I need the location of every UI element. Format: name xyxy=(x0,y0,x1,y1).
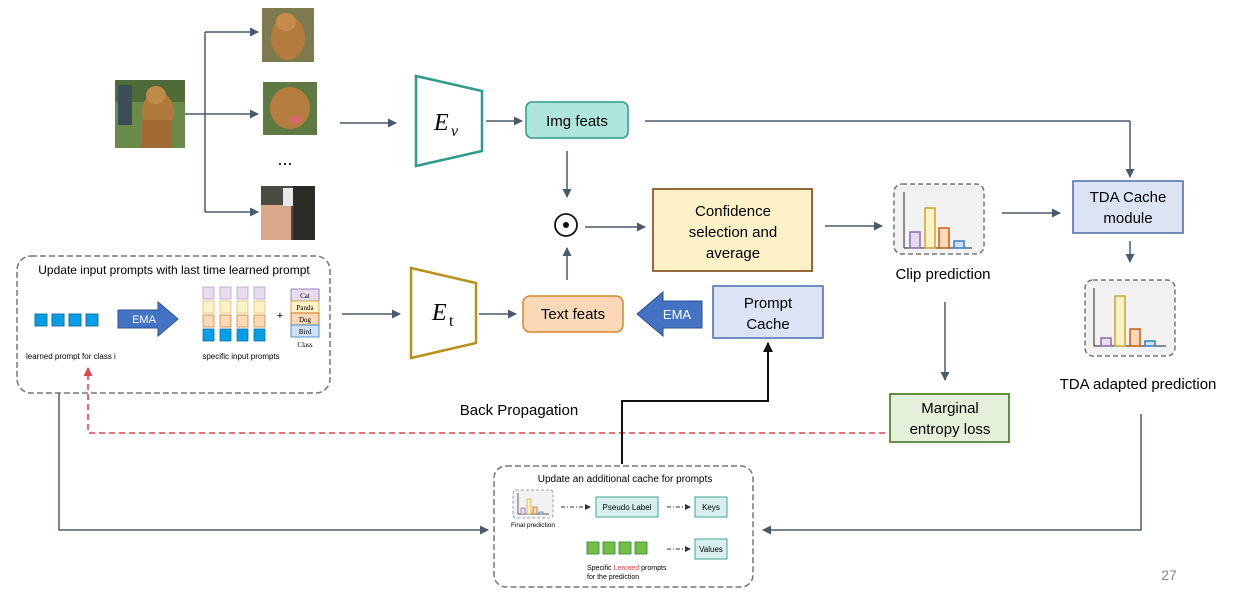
img-feats-label: Img feats xyxy=(546,113,608,130)
crop-image-3 xyxy=(261,186,315,240)
class-caption: Class xyxy=(297,341,312,349)
prompt-cache-line-2: Cache xyxy=(746,316,789,333)
visual-encoder-letter: E xyxy=(433,110,449,136)
clip-prediction-label: Clip prediction xyxy=(895,266,990,283)
visual-encoder: E v xyxy=(414,74,484,168)
tda-prediction-chart xyxy=(1084,279,1176,357)
final-prediction-chart xyxy=(512,489,554,519)
page-number: 27 xyxy=(1161,567,1177,583)
final-bar-2 xyxy=(526,498,532,515)
left-box-title: Update input prompts with last time lear… xyxy=(38,263,310,277)
tda-bar-1 xyxy=(1100,337,1112,347)
class-panda: Panda xyxy=(296,304,314,312)
confidence-line-1: Confidence xyxy=(695,203,771,220)
tda-bar-4 xyxy=(1144,340,1156,347)
ema-arrow: EMA xyxy=(636,290,703,338)
values-node: Values xyxy=(699,545,723,554)
specific-learned-caption-2: for the prediction xyxy=(587,574,639,581)
tda-cache-line-1: TDA Cache xyxy=(1090,189,1167,206)
visual-encoder-sub: v xyxy=(451,123,459,140)
tda-cache-node: TDA Cache module xyxy=(1072,180,1184,234)
main-arrows xyxy=(58,116,1142,535)
pseudo-label-node: Pseudo Label xyxy=(603,503,652,512)
final-bar-3 xyxy=(532,506,538,515)
class-cat: Cat xyxy=(300,292,310,300)
class-dog: Dog xyxy=(299,316,312,324)
ema-label: EMA xyxy=(663,307,692,322)
keys-node: Keys xyxy=(702,503,720,512)
marginal-line-1: Marginal xyxy=(921,400,979,417)
text-encoder: E t xyxy=(409,266,478,360)
specific-prompts-caption: specific input prompts xyxy=(202,352,279,361)
cache-update-arrow xyxy=(621,342,773,464)
input-image xyxy=(115,80,185,148)
final-prediction-caption: Final prediction xyxy=(511,522,555,529)
elementwise-product-icon xyxy=(554,213,578,237)
confidence-line-3: average xyxy=(706,245,760,262)
back-propagation-arrow xyxy=(83,367,885,434)
clip-bar-1 xyxy=(909,231,921,249)
learned-prompt-squares xyxy=(34,313,99,327)
clip-bar-4 xyxy=(953,240,965,249)
final-bar-4 xyxy=(538,511,544,515)
back-propagation-label: Back Propagation xyxy=(460,402,578,419)
tda-cache-line-2: module xyxy=(1103,210,1152,227)
tda-bar-3 xyxy=(1129,328,1141,347)
crop-image-1 xyxy=(262,8,314,62)
img-feats-node: Img feats xyxy=(525,101,629,139)
class-list: Cat Panda Dog Bird Class xyxy=(290,288,320,349)
text-encoder-letter: E xyxy=(431,300,447,326)
marginal-entropy-node: Marginal entropy loss xyxy=(889,393,1010,443)
prompt-cache-line-1: Prompt xyxy=(744,295,793,312)
clip-bar-2 xyxy=(924,207,936,249)
final-bar-1 xyxy=(520,507,526,515)
specific-learned-prompt-squares xyxy=(586,541,648,555)
bottom-box-title: Update an additional cache for prompts xyxy=(538,474,713,485)
clip-prediction-chart xyxy=(893,183,985,255)
learned-prompt-caption: learned prompt for class i xyxy=(26,352,116,361)
confidence-node: Confidence selection and average xyxy=(652,188,813,272)
tda-prediction-label: TDA adapted prediction xyxy=(1060,376,1217,393)
text-feats-node: Text feats xyxy=(522,295,624,333)
marginal-line-2: entropy loss xyxy=(910,421,991,438)
prompt-cache-node: Prompt Cache xyxy=(712,285,824,339)
tda-bar-2 xyxy=(1114,295,1126,347)
specific-prompt-grid xyxy=(202,286,266,342)
specific-learned-caption-1: Specific Learned prompts xyxy=(587,565,667,572)
update-cache-box: Update an additional cache for prompts F… xyxy=(493,465,754,588)
text-feats-label: Text feats xyxy=(541,306,605,323)
crop-image-2 xyxy=(263,82,317,135)
update-input-prompts-box: Update input prompts with last time lear… xyxy=(16,255,331,394)
text-encoder-sub: t xyxy=(449,313,454,330)
class-bird: Bird xyxy=(299,328,312,336)
confidence-line-2: selection and xyxy=(689,224,777,241)
left-ema-arrow: EMA xyxy=(117,300,179,338)
plus-sign: + xyxy=(277,310,283,322)
ellipsis-label: ... xyxy=(277,149,292,169)
crop-arrows xyxy=(185,27,397,217)
left-ema-label: EMA xyxy=(132,314,157,326)
clip-bar-3 xyxy=(938,227,950,249)
